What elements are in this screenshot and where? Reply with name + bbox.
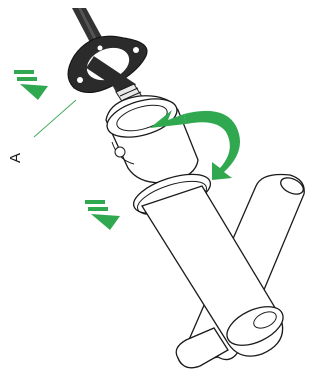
flange-gasket xyxy=(68,36,147,92)
down-arrow-icon xyxy=(14,70,48,100)
sensor-head xyxy=(103,92,198,183)
down-arrow-icon xyxy=(85,200,120,230)
callout-leader xyxy=(34,100,76,137)
callout-label-a: A xyxy=(7,153,24,163)
